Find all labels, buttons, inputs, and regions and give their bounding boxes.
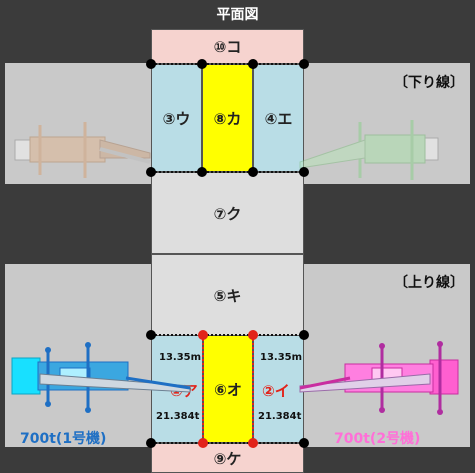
down-track-label: 〔下り線〕 bbox=[394, 75, 464, 91]
left-crane-label: 700t(1号機) bbox=[20, 431, 107, 447]
zone-5: ⑤キ bbox=[151, 254, 304, 336]
zone-8-label: ⑧カ bbox=[213, 109, 242, 128]
bottom-block-red-nodes bbox=[198, 330, 258, 448]
zone-4: ④エ bbox=[253, 64, 304, 172]
up-track-label: 〔上り線〕 bbox=[394, 275, 464, 291]
zone-2-label: ②イ bbox=[262, 382, 290, 400]
crane-1-icon bbox=[11, 342, 191, 413]
top-block-nodes bbox=[146, 59, 309, 177]
faded-crane-top-left bbox=[14, 122, 151, 178]
zone-5-label: ⑤キ bbox=[213, 286, 242, 305]
zone-9-label: ⑨ケ bbox=[213, 449, 242, 468]
bottom-block-red-edges bbox=[202, 335, 254, 443]
zone-6-label: ⑥オ bbox=[214, 380, 242, 399]
zone-7-label: ⑦ク bbox=[213, 204, 242, 223]
left-weight-label: 21.384t bbox=[156, 411, 200, 422]
page-title: 平面図 bbox=[216, 7, 259, 23]
crane-2-icon bbox=[299, 341, 459, 415]
zone-10-label: ⑩コ bbox=[213, 38, 242, 56]
left-span-label: 13.35m bbox=[159, 352, 202, 363]
zone-3-label: ③ウ bbox=[162, 109, 191, 128]
bottom-block-black-nodes bbox=[146, 330, 309, 448]
bottom-block-edges bbox=[151, 334, 304, 444]
right-crane-label: 700t(2号機) bbox=[334, 431, 421, 447]
top-block-edges bbox=[151, 63, 304, 173]
right-weight-label: 21.384t bbox=[258, 411, 302, 422]
zone-10: ⑩コ bbox=[151, 29, 304, 64]
right-span-label: 13.35m bbox=[260, 352, 303, 363]
zone-9: ⑨ケ bbox=[151, 443, 304, 473]
zone-4-label: ④エ bbox=[264, 109, 293, 128]
faded-crane-top-right bbox=[299, 120, 439, 180]
